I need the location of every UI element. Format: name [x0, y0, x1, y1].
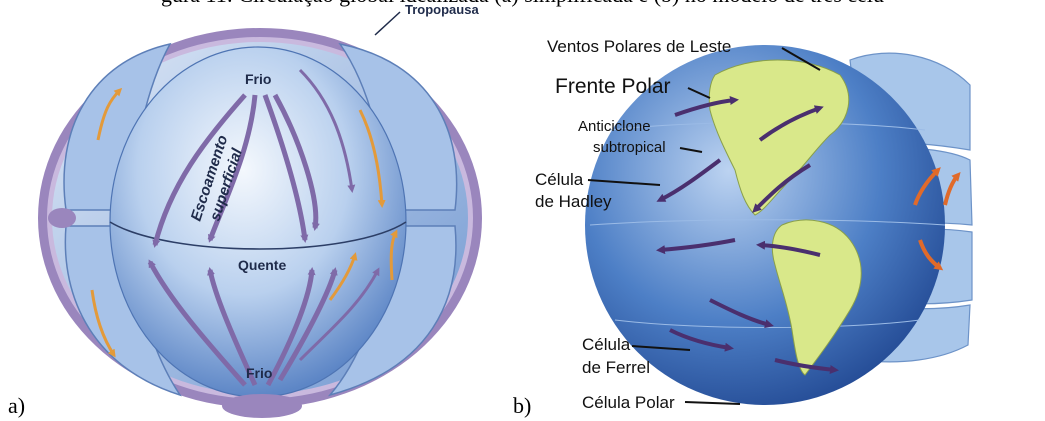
label-ferrel-1: Célula	[582, 335, 631, 354]
label-frente-polar: Frente Polar	[555, 75, 671, 98]
quente-label: Quente	[238, 257, 286, 273]
simplified-circulation-diagram: Tropopausa Frio Quente Frio Escoamento s…	[0, 0, 520, 421]
label-anticiclone-2: subtropical	[593, 139, 666, 156]
frio-bottom-label: Frio	[246, 365, 272, 381]
label-hadley-1: Célula	[535, 170, 584, 189]
three-cell-model-diagram: Ventos Polares de Leste Frente Polar Ant…	[520, 0, 1045, 421]
label-celula-polar: Célula Polar	[582, 393, 675, 412]
label-ventos-polares: Ventos Polares de Leste	[547, 37, 731, 56]
panel-a-letter: a)	[8, 393, 25, 419]
inner-sphere	[110, 47, 406, 397]
label-anticiclone-1: Anticiclone	[578, 118, 651, 135]
label-ferrel-2: de Ferrel	[582, 358, 650, 377]
frio-top-label: Frio	[245, 71, 271, 87]
panel-b-letter: b)	[513, 393, 531, 419]
label-hadley-2: de Hadley	[535, 192, 612, 211]
tropopause-label: Tropopausa	[405, 2, 479, 17]
